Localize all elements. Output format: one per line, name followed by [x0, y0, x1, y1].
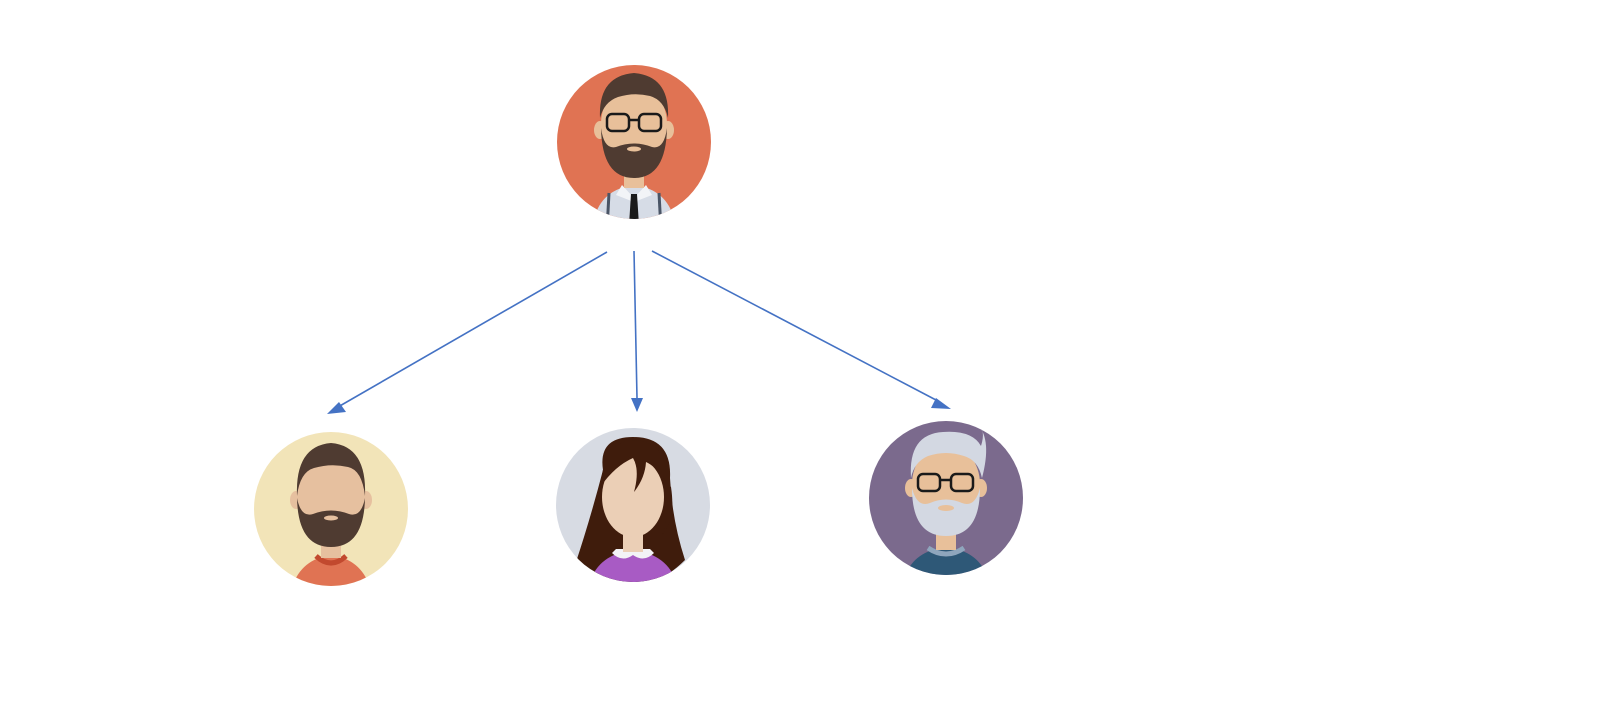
- tie-icon: [629, 194, 639, 219]
- root-avatar[interactable]: [557, 65, 711, 230]
- child-avatar-1[interactable]: [254, 432, 408, 600]
- child-avatar-2[interactable]: [556, 428, 710, 590]
- arrow-to-child-2: [631, 250, 643, 412]
- beard: [912, 488, 980, 536]
- child-1-shirt: [289, 555, 373, 586]
- connectors: [327, 250, 951, 414]
- child-avatar-3[interactable]: [869, 421, 1023, 590]
- arrow-to-child-3: [651, 250, 951, 409]
- child-3-shirt: [902, 547, 990, 575]
- glasses-icon: [916, 472, 975, 493]
- beard: [601, 128, 667, 178]
- arrow-to-child-1: [327, 251, 608, 414]
- beard: [297, 498, 365, 547]
- glasses-icon: [605, 112, 663, 133]
